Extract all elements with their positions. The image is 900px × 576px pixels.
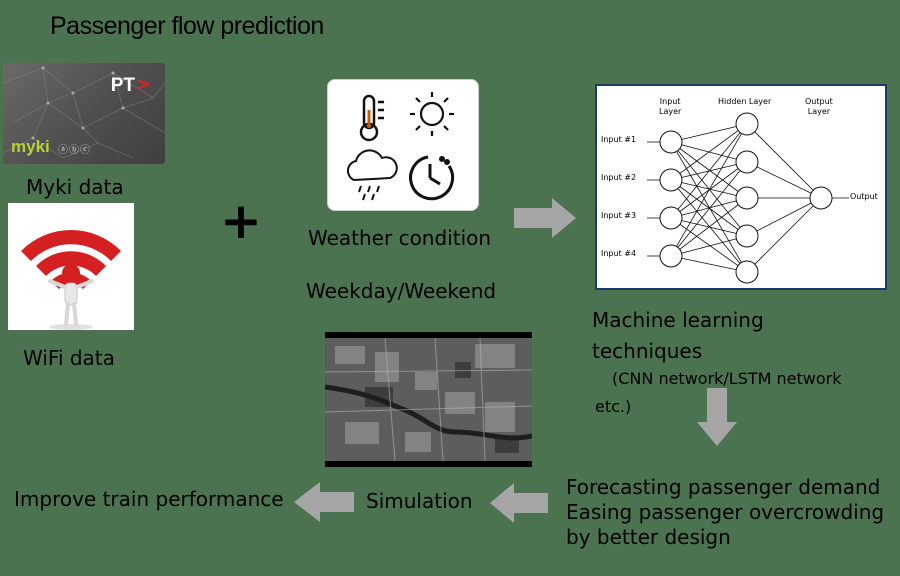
input-node — [659, 206, 683, 230]
hidden-node — [735, 112, 759, 136]
input-2-label: Input #2 — [601, 173, 637, 182]
hidden-node — [735, 150, 759, 174]
nn-edge — [746, 123, 822, 199]
clock-icon — [409, 155, 455, 201]
ml-label-line2: techniques — [592, 339, 703, 363]
nn-edge — [670, 197, 748, 219]
nn-edge — [670, 141, 748, 199]
nn-edge — [746, 197, 822, 273]
forecast-line2: Easing passenger overcrowding — [566, 500, 885, 524]
nn-edge — [670, 123, 748, 181]
hidden-node — [735, 224, 759, 248]
nn-edge — [670, 179, 748, 199]
plus-sign: + — [220, 192, 262, 250]
hidden-layer-label: Hidden Layer — [718, 97, 772, 106]
city-map-image — [325, 332, 532, 467]
right-arrow-icon — [514, 198, 576, 238]
myki-data-label: Myki data — [26, 175, 124, 199]
down-arrow-icon — [697, 388, 737, 446]
ml-methods-text: (CNN network/LSTM network etc.) — [595, 369, 842, 416]
nn-edge — [670, 217, 748, 273]
transport-mode-icons: ⓐⓑⓒ — [58, 145, 91, 156]
output-node — [809, 186, 833, 210]
input-3-label: Input #3 — [601, 211, 637, 220]
nn-graph — [647, 112, 849, 284]
nn-edge — [670, 161, 748, 257]
forecast-line1: Forecasting passenger demand — [566, 475, 881, 499]
forecast-text: Forecasting passenger demand Easing pass… — [566, 475, 884, 550]
hidden-node — [735, 260, 759, 284]
myki-logo: myki — [11, 137, 50, 156]
weekday-weekend-label: Weekday/Weekend — [306, 279, 497, 303]
satellite-map — [325, 332, 532, 467]
improve-train-performance-label: Improve train performance — [14, 487, 284, 511]
nn-edge — [670, 141, 748, 273]
input-node — [659, 168, 683, 192]
nn-edge — [670, 197, 748, 257]
left-arrow-icon — [490, 483, 548, 523]
nn-edge — [746, 161, 822, 199]
left-arrow-icon — [294, 482, 354, 522]
weather-condition-label: Weather condition — [308, 226, 492, 250]
simulation-label: Simulation — [366, 489, 473, 513]
input-1-label: Input #1 — [601, 135, 637, 144]
nn-edge — [670, 123, 748, 219]
nn-edge — [670, 179, 748, 273]
wifi-data-label: WiFi data — [23, 346, 115, 370]
rain-cloud-icon — [346, 149, 398, 201]
pt-logo: PT — [110, 75, 135, 96]
hidden-node — [735, 186, 759, 210]
nn-edge — [670, 123, 748, 143]
output-label: Output — [850, 192, 878, 201]
nn-edge — [670, 255, 748, 273]
sun-icon — [410, 92, 454, 136]
network-pattern — [3, 66, 165, 159]
myki-card-image: PT > myki ⓐⓑⓒ — [3, 63, 165, 164]
wifi-image — [8, 203, 134, 330]
nn-edge — [746, 197, 822, 237]
weather-icons-panel — [327, 79, 479, 211]
pt-arrow-icon: > — [135, 74, 151, 95]
nn-edge — [670, 123, 748, 257]
thermometer-icon — [359, 94, 384, 142]
input-4-label: Input #4 — [601, 249, 637, 258]
input-node — [659, 244, 683, 268]
ml-label-line1: Machine learning — [592, 308, 764, 332]
input-node — [659, 130, 683, 154]
forecast-line3: by better design — [566, 525, 731, 549]
wifi-icon — [21, 229, 121, 330]
page-title: Passenger flow prediction — [50, 12, 324, 40]
nn-edge — [670, 235, 748, 257]
